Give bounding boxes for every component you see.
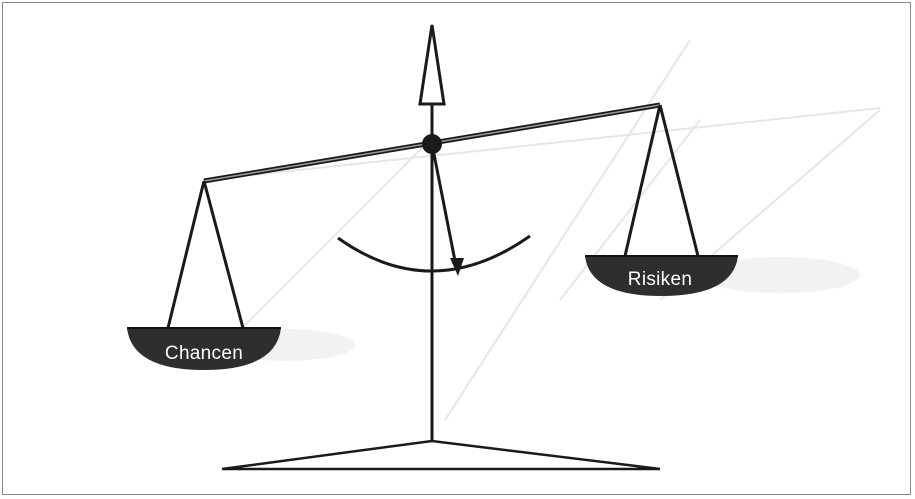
left-pan-hanger xyxy=(168,181,243,328)
right-pan-label: Risiken xyxy=(628,269,692,290)
pivot-point xyxy=(422,134,442,154)
indicator-needle xyxy=(432,144,456,266)
scale-base xyxy=(222,441,660,469)
top-pointer-arrow xyxy=(420,25,444,104)
left-pan-label: Chancen xyxy=(165,343,243,364)
background-ghost-lines xyxy=(205,40,880,420)
indicator-arc xyxy=(338,236,530,271)
